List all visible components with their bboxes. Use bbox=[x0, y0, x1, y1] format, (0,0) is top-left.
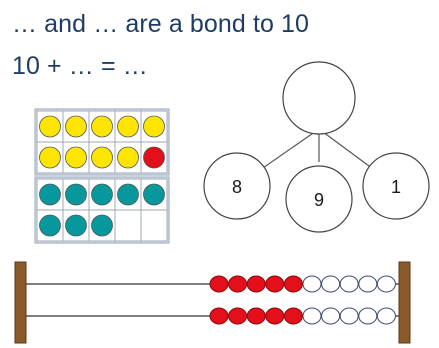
ten-frame-bottom-counter-teal bbox=[118, 184, 139, 205]
ten-frame-bottom-counter-teal bbox=[92, 215, 113, 236]
rekenrek-abacus bbox=[15, 262, 410, 343]
ten-frame-bottom-cell bbox=[115, 210, 141, 241]
abacus-bead-white bbox=[322, 276, 340, 292]
abacus-frame-left bbox=[15, 262, 26, 343]
abacus-bead-white bbox=[340, 276, 358, 292]
ten-frame-teal bbox=[35, 177, 169, 243]
part-label-1: 8 bbox=[232, 177, 242, 197]
ten-frame-top-counter-yellow bbox=[92, 147, 113, 168]
abacus-bead-red bbox=[229, 308, 247, 324]
ten-frame-top-counter-yellow bbox=[144, 116, 165, 137]
abacus-bead-white bbox=[377, 308, 395, 324]
abacus-bead-white bbox=[303, 276, 321, 292]
ten-frame-bottom-counter-teal bbox=[40, 184, 61, 205]
ten-frame-bottom-counter-teal bbox=[40, 215, 61, 236]
ten-frame-bottom-counter-teal bbox=[66, 184, 87, 205]
ten-frame-top-counter-yellow bbox=[66, 116, 87, 137]
abacus-bead-red bbox=[284, 308, 302, 324]
abacus-bead-red bbox=[266, 308, 284, 324]
part-label-2: 9 bbox=[314, 190, 324, 210]
ten-frame-top-counter-red bbox=[144, 147, 165, 168]
part-whole-model: 8 9 1 bbox=[204, 62, 429, 232]
abacus-bead-red bbox=[210, 276, 228, 292]
abacus-bead-red bbox=[229, 276, 247, 292]
ten-frame-bottom-counter-teal bbox=[144, 184, 165, 205]
abacus-bead-white bbox=[340, 308, 358, 324]
abacus-bead-white bbox=[377, 276, 395, 292]
abacus-bead-white bbox=[359, 276, 377, 292]
ten-frame-top-counter-yellow bbox=[40, 116, 61, 137]
ten-frame-top-counter-yellow bbox=[118, 116, 139, 137]
ten-frame-top-counter-yellow bbox=[40, 147, 61, 168]
ten-frame-top-counter-yellow bbox=[118, 147, 139, 168]
abacus-bead-white bbox=[322, 308, 340, 324]
abacus-bead-red bbox=[210, 308, 228, 324]
part-label-3: 1 bbox=[391, 177, 401, 197]
abacus-bead-red bbox=[247, 276, 265, 292]
ten-frame-top-counter-yellow bbox=[92, 116, 113, 137]
ten-frame-yellow-red bbox=[35, 109, 169, 175]
abacus-frame-right bbox=[399, 262, 410, 343]
ten-frame-bottom-counter-teal bbox=[66, 215, 87, 236]
abacus-bead-red bbox=[247, 308, 265, 324]
ten-frame-bottom-cell bbox=[141, 210, 167, 241]
whole-circle bbox=[283, 62, 355, 134]
abacus-bead-white bbox=[303, 308, 321, 324]
ten-frame-bottom-counter-teal bbox=[92, 184, 113, 205]
abacus-bead-red bbox=[266, 276, 284, 292]
ten-frame-top-counter-yellow bbox=[66, 147, 87, 168]
abacus-bead-red bbox=[284, 276, 302, 292]
abacus-bead-white bbox=[359, 308, 377, 324]
